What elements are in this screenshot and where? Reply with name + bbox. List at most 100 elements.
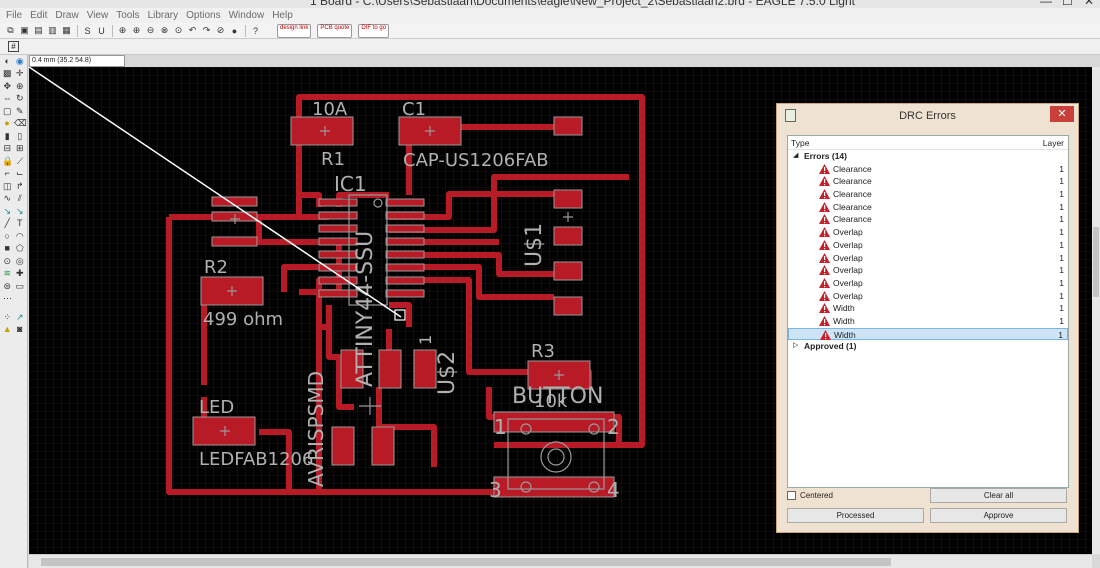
circle-icon[interactable]: ○ bbox=[4, 230, 10, 241]
text-icon[interactable]: T bbox=[17, 218, 23, 229]
move-icon[interactable]: ✥ bbox=[3, 80, 12, 91]
errors-icon[interactable]: ⋯ bbox=[3, 293, 12, 304]
meander-icon[interactable]: ∿ bbox=[3, 193, 12, 204]
zoom-fit-icon[interactable]: ⊕ bbox=[118, 25, 127, 35]
expand-icon[interactable]: ▷ bbox=[793, 342, 799, 350]
rotate-icon[interactable]: ↻ bbox=[15, 93, 24, 104]
split-icon[interactable]: ⟋ bbox=[16, 155, 24, 166]
dimension-icon[interactable]: ✚ bbox=[15, 268, 24, 279]
open-icon[interactable]: ⧉ bbox=[7, 25, 14, 35]
scroll-thumb[interactable] bbox=[41, 558, 891, 566]
menu-window[interactable]: Window bbox=[228, 10, 265, 21]
approved-group[interactable]: ▷ Approved (1) bbox=[788, 340, 1068, 353]
smash-icon[interactable]: ⊞ bbox=[15, 143, 24, 154]
processed-button[interactable]: Processed bbox=[787, 508, 924, 523]
cam-icon[interactable]: ▥ bbox=[48, 25, 57, 35]
eye-icon[interactable]: ◉ bbox=[15, 55, 24, 66]
paste-icon[interactable]: ● bbox=[4, 118, 10, 129]
design-link-button[interactable]: design link bbox=[277, 23, 312, 38]
menu-view[interactable]: View bbox=[86, 10, 109, 21]
via-icon[interactable]: ⊙ bbox=[3, 255, 12, 266]
erc-icon[interactable]: ⁘ bbox=[3, 311, 12, 322]
run-icon[interactable]: U bbox=[98, 25, 105, 36]
warning-icon[interactable]: ▲ bbox=[2, 324, 12, 335]
zoom-redraw-icon[interactable]: ⊗ bbox=[160, 25, 169, 35]
route-icon[interactable]: ◫ bbox=[2, 180, 12, 191]
horizontal-scrollbar[interactable] bbox=[29, 554, 1092, 568]
hole-icon[interactable]: ◎ bbox=[15, 255, 24, 266]
name-icon[interactable]: ▯ bbox=[17, 130, 23, 141]
maximize-button[interactable]: ☐ bbox=[1062, 0, 1073, 8]
scroll-thumb[interactable] bbox=[1093, 227, 1099, 297]
centered-checkbox[interactable]: Centered bbox=[787, 491, 833, 500]
board-icon[interactable]: ▦ bbox=[62, 25, 71, 35]
group-icon[interactable]: ▢ bbox=[2, 105, 12, 116]
zoom-select-icon[interactable]: ⊙ bbox=[174, 25, 183, 35]
ratsnest-icon[interactable]: ⊜ bbox=[3, 280, 12, 291]
copy-icon[interactable]: ⊕ bbox=[15, 80, 24, 91]
line-icon[interactable]: ╱ bbox=[4, 218, 10, 229]
close-dialog-button[interactable]: ✕ bbox=[1050, 106, 1074, 122]
menu-options[interactable]: Options bbox=[186, 10, 221, 21]
wire-icon[interactable]: ⫽ bbox=[17, 193, 22, 204]
menu-edit[interactable]: Edit bbox=[30, 10, 48, 21]
script-icon[interactable]: S bbox=[84, 25, 91, 36]
menu-library[interactable]: Library bbox=[147, 10, 179, 21]
layer-icon[interactable]: ▩ bbox=[2, 68, 12, 79]
mark-icon[interactable]: ✛ bbox=[15, 68, 24, 79]
autorouter-icon[interactable]: ↘ bbox=[15, 205, 24, 216]
mirror-icon[interactable]: ⇔ bbox=[2, 93, 12, 104]
checkbox-box[interactable] bbox=[787, 491, 796, 500]
bot-icon[interactable]: ◙ bbox=[17, 324, 23, 335]
delete-icon[interactable]: ⌫ bbox=[14, 118, 27, 129]
pcb-quote-button[interactable]: PCB quote bbox=[317, 23, 353, 38]
menu-help[interactable]: Help bbox=[272, 10, 293, 21]
miter-icon[interactable]: ⌙ bbox=[15, 168, 24, 179]
clear-all-button[interactable]: Clear all bbox=[930, 488, 1067, 503]
column-layer[interactable]: Layer bbox=[1042, 138, 1064, 148]
polygon-icon[interactable]: ⬠ bbox=[15, 243, 24, 254]
dialog-header[interactable]: DRC Errors ✕ bbox=[777, 104, 1078, 128]
help-icon[interactable]: ? bbox=[252, 25, 258, 36]
menu-draw[interactable]: Draw bbox=[55, 10, 79, 21]
info-icon[interactable]: ◐ bbox=[4, 55, 10, 66]
attribute-icon[interactable]: ≋ bbox=[3, 268, 12, 279]
save-icon[interactable]: ▣ bbox=[20, 25, 29, 35]
grid-icon[interactable]: # bbox=[8, 41, 19, 52]
drc-icon[interactable]: ↗ bbox=[15, 311, 24, 322]
change-icon[interactable]: ✎ bbox=[15, 105, 24, 116]
ripup-icon[interactable]: ↱ bbox=[15, 180, 24, 191]
stop-icon[interactable]: ⊘ bbox=[216, 25, 225, 35]
add-icon[interactable]: ▮ bbox=[4, 130, 10, 141]
arc-icon[interactable]: ◠ bbox=[15, 230, 24, 241]
approve-button[interactable]: Approve bbox=[930, 508, 1067, 523]
optimize-icon[interactable]: ⌐ bbox=[4, 168, 10, 179]
rect-icon[interactable]: ■ bbox=[4, 243, 10, 254]
menu-tools[interactable]: Tools bbox=[116, 10, 140, 21]
redo-icon[interactable]: ↷ bbox=[202, 25, 211, 35]
value-icon[interactable]: ⊟ bbox=[3, 143, 12, 154]
vertical-scrollbar[interactable] bbox=[1092, 67, 1100, 554]
lock-icon[interactable]: 🔒 bbox=[2, 155, 14, 166]
auto-icon[interactable]: ▭ bbox=[15, 280, 24, 291]
zoom-out-icon[interactable]: ⊖ bbox=[146, 25, 155, 35]
column-type[interactable]: Type bbox=[791, 138, 810, 148]
undo-icon[interactable]: ↶ bbox=[188, 25, 197, 35]
zoom-in-icon[interactable]: ⊕ bbox=[132, 25, 141, 35]
print-icon[interactable]: ▤ bbox=[34, 25, 43, 35]
menu-file[interactable]: File bbox=[6, 10, 23, 21]
